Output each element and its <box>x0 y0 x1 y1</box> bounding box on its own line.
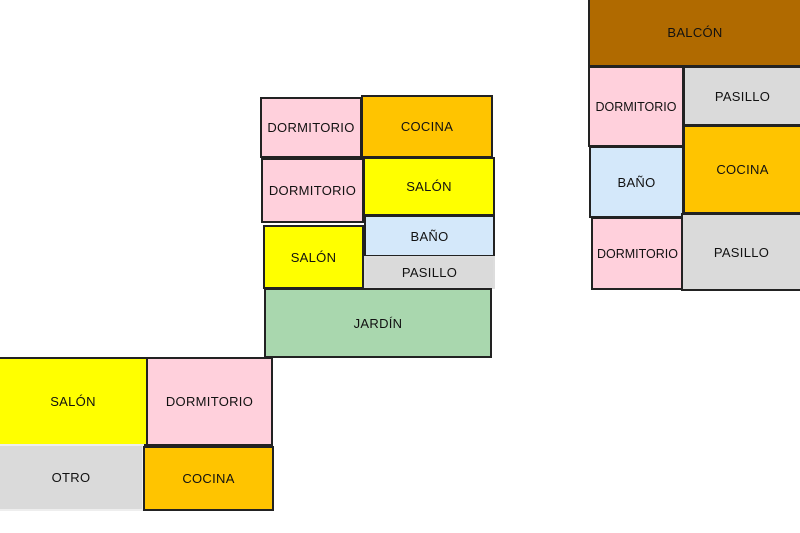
room-dormitorio: DORMITORIO <box>591 217 684 290</box>
room-pasillo: PASILLO <box>681 213 800 291</box>
room-dormitorio: DORMITORIO <box>146 357 273 446</box>
room-dormitorio: DORMITORIO <box>588 66 684 147</box>
room-dormitorio: DORMITORIO <box>260 97 362 158</box>
room-cocina: COCINA <box>361 95 493 158</box>
room-bano: BAÑO <box>364 215 495 257</box>
room-otro: OTRO <box>0 444 144 511</box>
room-pasillo: PASILLO <box>364 256 495 289</box>
room-jardin: JARDÍN <box>264 288 492 358</box>
room-cocina: COCINA <box>143 446 274 511</box>
room-balcon: BALCÓN <box>588 0 800 67</box>
room-dormitorio: DORMITORIO <box>261 158 364 223</box>
room-bano: BAÑO <box>589 146 684 218</box>
room-salon: SALÓN <box>363 157 495 216</box>
room-salon: SALÓN <box>0 357 148 446</box>
room-cocina: COCINA <box>683 125 800 214</box>
room-salon: SALÓN <box>263 225 364 289</box>
room-pasillo: PASILLO <box>683 66 800 126</box>
